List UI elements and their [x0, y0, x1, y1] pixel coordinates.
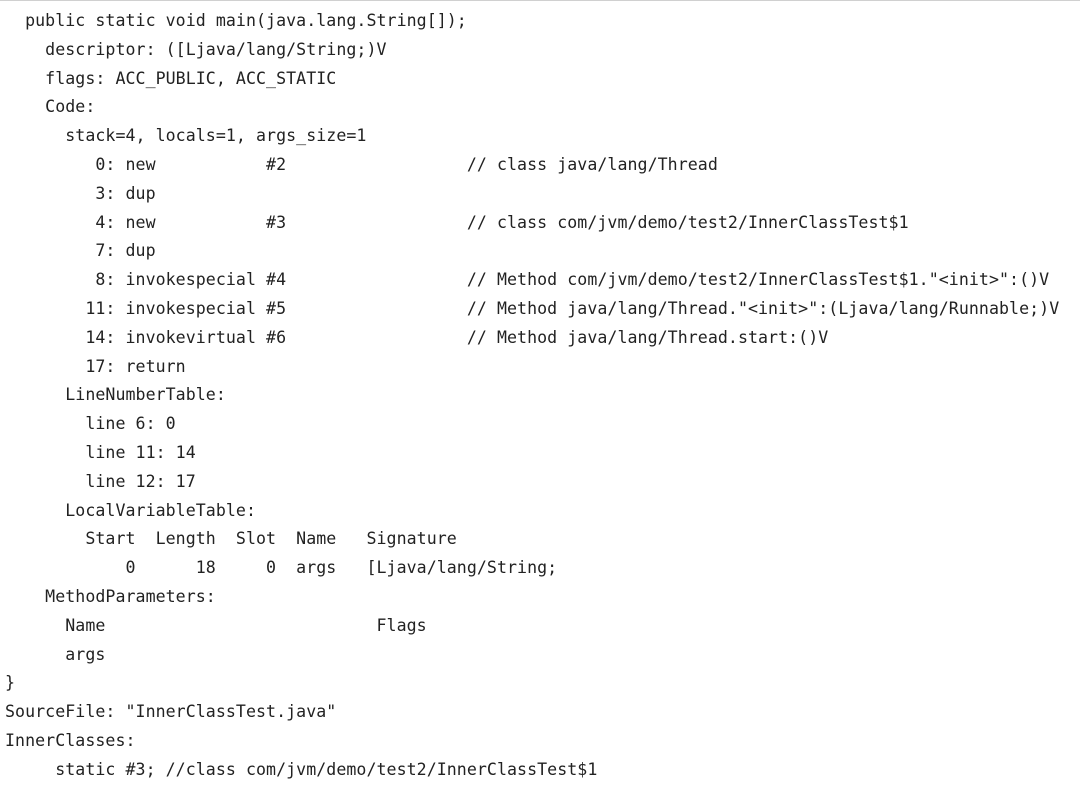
- code-line-closing-brace: }: [5, 673, 16, 693]
- code-line-local-variable-entry: 0 18 0 args [Ljava/lang/String;: [5, 558, 558, 578]
- code-line-local-variable-table-header: LocalVariableTable:: [5, 500, 257, 520]
- code-line-method-signature: public static void main(java.lang.String…: [5, 11, 467, 30]
- bytecode-listing: public static void main(java.lang.String…: [5, 7, 1059, 785]
- code-line-inner-class-entry: static #3; //class com/jvm/demo/test2/In…: [5, 759, 598, 779]
- code-line-code-header: Code:: [5, 97, 96, 117]
- code-line-instruction: 8: invokespecial #4 // Method com/jvm/de…: [5, 270, 1050, 290]
- code-line-inner-classes-header: InnerClasses:: [5, 730, 136, 750]
- code-line-instruction: 3: dup: [5, 183, 156, 203]
- code-line-local-variable-columns: Start Length Slot Name Signature: [5, 529, 457, 549]
- code-line-method-parameters-header: MethodParameters:: [5, 586, 216, 606]
- code-line-instruction: 14: invokevirtual #6 // Method java/lang…: [5, 327, 829, 347]
- code-line-method-parameter-entry: args: [5, 644, 106, 664]
- code-line-line-number-entry: line 12: 17: [5, 471, 196, 491]
- code-line-instruction: 17: return: [5, 356, 186, 376]
- code-line-descriptor: descriptor: ([Ljava/lang/String;)V: [5, 39, 387, 59]
- code-line-instruction: 11: invokespecial #5 // Method java/lang…: [5, 298, 1060, 318]
- code-line-line-number-table-header: LineNumberTable:: [5, 385, 226, 405]
- code-line-stack-info: stack=4, locals=1, args_size=1: [5, 126, 367, 146]
- code-line-instruction: 4: new #3 // class com/jvm/demo/test2/In…: [5, 212, 909, 232]
- top-divider: [0, 0, 1080, 1]
- code-line-flags: flags: ACC_PUBLIC, ACC_STATIC: [5, 68, 337, 88]
- code-line-instruction: 7: dup: [5, 241, 156, 261]
- code-line-line-number-entry: line 11: 14: [5, 442, 196, 462]
- code-line-line-number-entry: line 6: 0: [5, 414, 176, 434]
- code-line-instruction: 0: new #2 // class java/lang/Thread: [5, 154, 718, 174]
- code-line-source-file: SourceFile: "InnerClassTest.java": [5, 702, 337, 722]
- code-line-method-parameters-columns: Name Flags: [5, 615, 427, 635]
